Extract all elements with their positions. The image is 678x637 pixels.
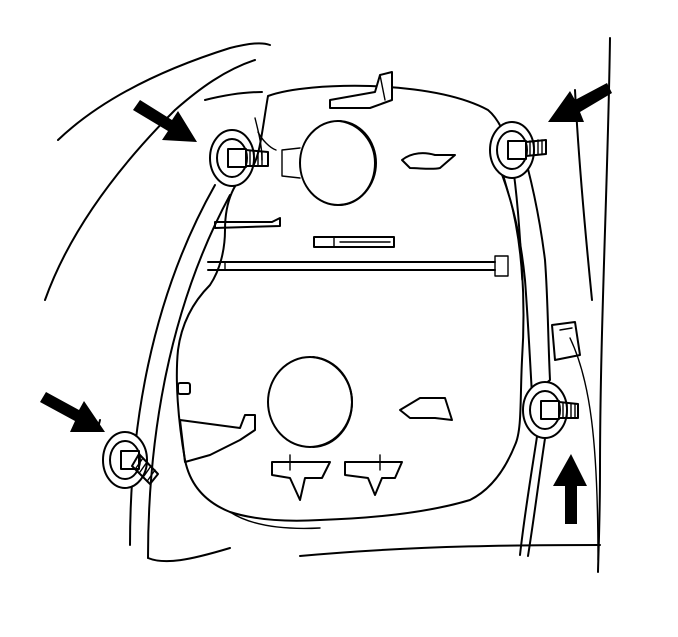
lower-bulb-socket [267, 356, 353, 448]
headlamp-housing [175, 84, 525, 530]
arrow-upper-right [548, 83, 612, 122]
bolt-upper-left [209, 129, 269, 187]
arrow-lower-left [40, 392, 105, 432]
bolt-lower-right [522, 381, 579, 439]
arrow-lower-right [553, 454, 587, 524]
bolt-upper-right [489, 121, 547, 179]
upper-mounting-tab [329, 71, 393, 109]
housing-details [177, 152, 456, 501]
bolt-lower-left [102, 431, 159, 489]
arrow-upper-left [133, 100, 197, 142]
upper-bulb-socket [281, 120, 377, 206]
vehicle-body-contours [44, 37, 611, 573]
